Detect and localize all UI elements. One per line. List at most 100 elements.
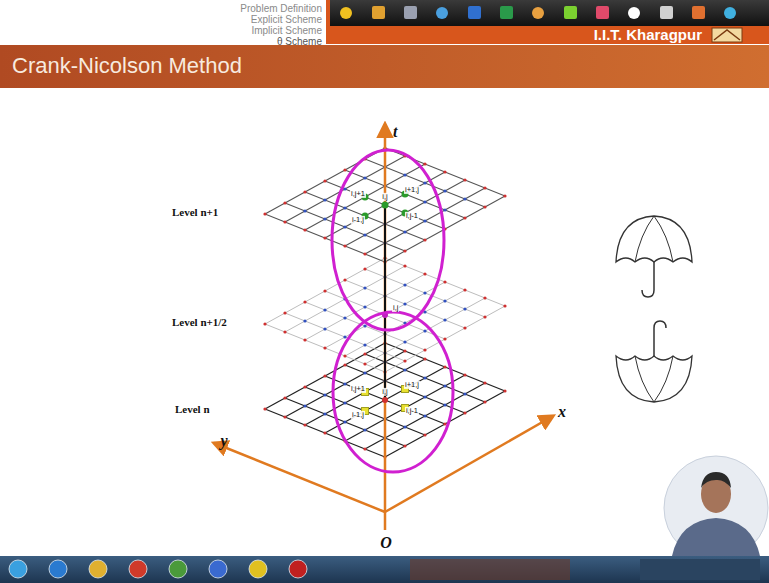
grid-line xyxy=(265,409,385,457)
taskbar-icon xyxy=(89,560,107,578)
grid-node xyxy=(403,368,406,371)
grid-node xyxy=(363,267,366,270)
axis-label: t xyxy=(393,123,397,141)
grid-node xyxy=(443,403,446,406)
grid-node xyxy=(483,296,486,299)
grid-node xyxy=(263,322,266,325)
t-axis xyxy=(384,124,387,530)
grid-node xyxy=(443,318,446,321)
grid-node xyxy=(363,324,366,327)
grid-node xyxy=(403,340,406,343)
grid-node xyxy=(363,343,366,346)
grid-line xyxy=(385,391,505,457)
grid-line xyxy=(305,359,425,425)
grid-node xyxy=(463,178,466,181)
grid-line xyxy=(345,180,465,246)
grid-node xyxy=(503,389,506,392)
grid-node xyxy=(343,420,346,423)
grid-node xyxy=(363,305,366,308)
grid-node xyxy=(443,422,446,425)
toolbar-icon xyxy=(692,6,705,19)
grid-line xyxy=(265,324,385,372)
taskbar-icon xyxy=(49,560,67,578)
grid-node xyxy=(343,225,346,228)
grid-node xyxy=(323,346,326,349)
grid-node xyxy=(343,354,346,357)
toolbar-icon xyxy=(628,7,640,19)
grid-line xyxy=(365,354,485,402)
institute-name: I.I.T. Kharagpur xyxy=(594,27,702,44)
grid-point-label: i,j-1 xyxy=(405,212,419,220)
toolbar-icon xyxy=(660,6,673,19)
grid-node xyxy=(343,278,346,281)
grid-node xyxy=(323,217,326,220)
grid-node xyxy=(303,319,306,322)
grid-node xyxy=(403,359,406,362)
grid-point-label: i-1,j xyxy=(351,411,365,419)
grid-node xyxy=(283,330,286,333)
grid-line xyxy=(265,258,385,324)
y-axis xyxy=(214,443,385,512)
grid-node xyxy=(403,249,406,252)
grid-node xyxy=(483,186,486,189)
grid-line xyxy=(385,306,505,372)
grid-line xyxy=(265,343,385,409)
taskbar-icon xyxy=(289,560,307,578)
toolbar-icon xyxy=(372,6,385,19)
grid-line xyxy=(285,203,405,251)
taskbar-icon xyxy=(169,560,187,578)
toolbar xyxy=(330,0,769,26)
taskbar-icon xyxy=(129,560,147,578)
toolbar-icon xyxy=(404,6,417,19)
grid-node xyxy=(403,264,406,267)
grid-point-label: i,j xyxy=(381,193,388,201)
logo xyxy=(712,28,742,42)
grid-node xyxy=(363,371,366,374)
grid-node xyxy=(343,335,346,338)
slide-title: Crank-Nicolson Method xyxy=(12,54,242,78)
grid-node xyxy=(263,212,266,215)
toolbar-icon xyxy=(724,7,736,19)
grid-node xyxy=(463,307,466,310)
grid-node xyxy=(323,289,326,292)
grid-node xyxy=(503,304,506,307)
nav-item: Implicit Scheme xyxy=(251,25,322,36)
grid-node xyxy=(343,168,346,171)
grid-node xyxy=(443,208,446,211)
grid-node xyxy=(363,428,366,431)
highlight-loop xyxy=(332,150,444,330)
grid-node xyxy=(323,431,326,434)
grid-line xyxy=(365,383,485,449)
umbrella-icon xyxy=(616,321,692,402)
grid-node xyxy=(403,230,406,233)
axis-label: x xyxy=(558,403,566,421)
grid-node xyxy=(423,200,426,203)
grid-node xyxy=(323,308,326,311)
grid-point-label: i+1,j xyxy=(404,186,420,194)
umbrella-handle xyxy=(654,321,666,356)
grid-node xyxy=(343,316,346,319)
webcam-circle xyxy=(664,456,768,560)
toolbar-icon xyxy=(436,7,448,19)
person-hair xyxy=(701,472,731,488)
grid-line xyxy=(285,156,405,222)
grid-node xyxy=(403,425,406,428)
umbrella-handle xyxy=(642,262,654,297)
nav-item: Problem Definition xyxy=(240,3,322,14)
grid-point-label: i,j+1 xyxy=(350,190,366,198)
grid-node xyxy=(443,384,446,387)
header-bar xyxy=(326,0,769,44)
grid-node xyxy=(363,176,366,179)
grid-node xyxy=(423,348,426,351)
grid-node xyxy=(323,198,326,201)
grid-node xyxy=(403,173,406,176)
grid-node xyxy=(283,396,286,399)
logo xyxy=(714,30,740,40)
grid-line xyxy=(345,365,465,413)
grid-node xyxy=(483,400,486,403)
grid-node xyxy=(463,288,466,291)
grid-point-label: i,j-1 xyxy=(405,407,419,415)
grid-node xyxy=(443,189,446,192)
grid-node xyxy=(343,401,346,404)
